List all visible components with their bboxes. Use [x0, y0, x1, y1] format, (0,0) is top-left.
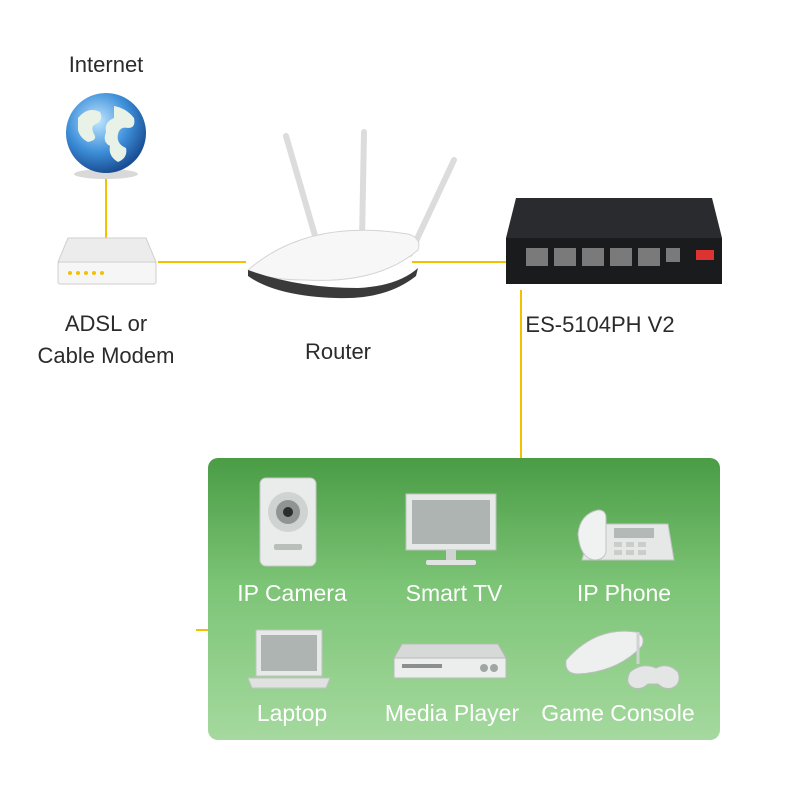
laptop-icon [247, 629, 331, 689]
modem-label-line2: Cable Modem [37, 343, 175, 368]
game-console-icon [565, 630, 680, 689]
router-label: Router [304, 339, 372, 364]
ip-phone-icon [577, 509, 675, 561]
smart-tv-label: Smart TV [405, 580, 503, 606]
router-icon [247, 129, 457, 299]
modem-icon [57, 237, 157, 285]
internet-label: Internet [68, 52, 144, 77]
switch-label: ES-5104PH V2 [525, 312, 675, 337]
media-player-icon [393, 643, 507, 679]
switch-icon [506, 198, 722, 284]
modem-label: ADSL or Cable Modem [20, 308, 192, 372]
game-console-label: Game Console [541, 700, 695, 726]
media-player-label: Media Player [384, 700, 520, 726]
ip-phone-label: IP Phone [576, 580, 672, 606]
modem-label-line1: ADSL or [64, 311, 148, 336]
ip-camera-icon [259, 477, 317, 567]
globe-icon [66, 93, 146, 179]
smart-tv-icon [405, 493, 497, 565]
laptop-label: Laptop [256, 700, 328, 726]
ip-camera-label: IP Camera [237, 580, 347, 606]
